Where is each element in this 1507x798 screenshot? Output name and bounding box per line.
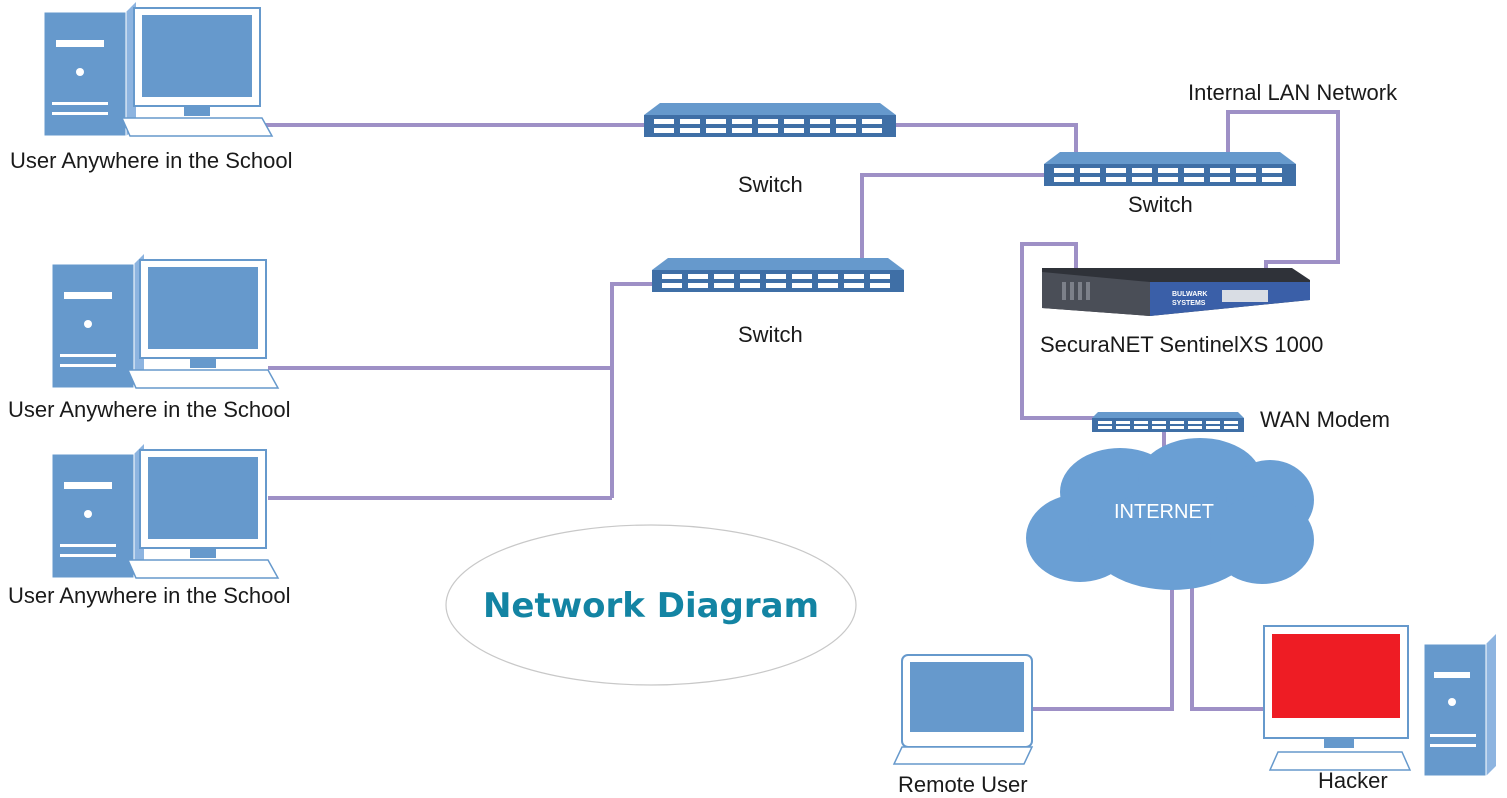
title-ellipse [445,524,857,686]
link-bus [610,282,658,498]
network-switch-icon[interactable] [1044,152,1296,186]
firewall-appliance-icon[interactable]: BULWARK SYSTEMS [1042,268,1310,316]
switch-left-bottom-label: Switch [738,322,803,347]
firewall-label: SecuraNET SentinelXS 1000 [1040,332,1323,357]
internet-label: INTERNET [1114,501,1214,523]
desktop-computer-icon[interactable] [51,253,279,389]
link-switch-top-to-core [892,123,1078,158]
hacker-label: Hacker [1318,768,1388,793]
desktop-computer-icon[interactable] [1263,625,1496,777]
firewall-brand-line2: SYSTEMS [1172,300,1206,307]
desktop-computer-icon[interactable] [43,1,273,137]
user-mid-label: User Anywhere in the School [8,397,291,422]
switch-left-top-label: Switch [738,172,803,197]
link-switch-mid-to-core [860,173,1052,258]
wan-modem-icon[interactable] [1092,412,1244,432]
firewall-brand-line1: BULWARK [1172,291,1207,298]
internet-cloud-icon[interactable] [1026,438,1314,590]
laptop-icon[interactable] [892,654,1034,765]
hacker-screen [1272,634,1400,718]
network-links [262,110,1340,711]
link-firewall-to-modem [1020,242,1094,420]
user-top-label: User Anywhere in the School [10,148,293,173]
wan-modem-label: WAN Modem [1260,407,1390,432]
diagram-title: Network Diagram [483,586,819,626]
desktop-computer-icon[interactable] [51,443,279,579]
link-lan-to-firewall [1226,110,1340,290]
network-switch-icon[interactable] [652,258,904,292]
link-cloud-to-hacker [1190,585,1264,711]
remote-user-label: Remote User [898,772,1028,797]
link-cloud-to-remote [1033,585,1174,711]
internal-lan-label: Internal LAN Network [1188,80,1398,105]
user-bottom-label: User Anywhere in the School [8,583,291,608]
network-switch-icon[interactable] [644,103,896,137]
switch-right-label: Switch [1128,192,1193,217]
